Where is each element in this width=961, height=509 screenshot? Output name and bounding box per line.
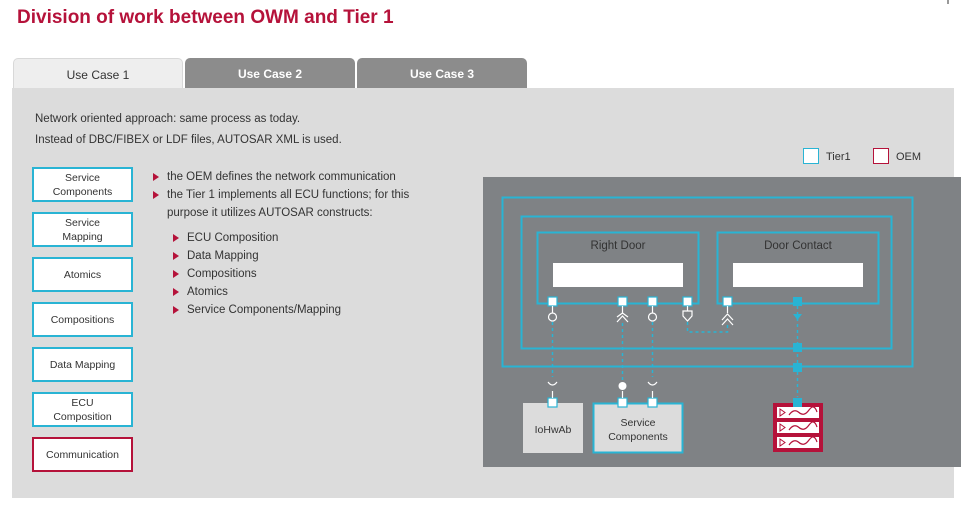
page-title: Division of work between OWM and Tier 1 bbox=[17, 7, 394, 28]
sub-bullet-arrow-icon bbox=[173, 234, 179, 242]
bus-frame bbox=[777, 407, 819, 418]
port bbox=[682, 296, 693, 307]
legend-oem-swatch bbox=[873, 148, 889, 164]
ecu-composition-box bbox=[501, 196, 914, 368]
bullet-oem: the OEM defines the network communicatio… bbox=[167, 171, 396, 183]
tab-use-case-3[interactable]: Use Case 3 bbox=[357, 58, 527, 88]
port-circle bbox=[618, 382, 627, 390]
bullet-arrow-icon bbox=[153, 191, 159, 199]
button-service-components[interactable]: Service Components bbox=[32, 167, 133, 202]
legend-tier1-swatch bbox=[803, 148, 819, 164]
composition-box bbox=[520, 215, 893, 350]
sub-bullet-ecu-composition: ECU Composition bbox=[187, 232, 279, 244]
door-contact-label: Door Contact bbox=[764, 240, 833, 252]
legend-oem-label: OEM bbox=[896, 151, 922, 163]
arrow-down-icon bbox=[793, 314, 802, 320]
button-service-mapping[interactable]: Service Mapping bbox=[32, 212, 133, 247]
intro-line-1: Network oriented approach: same process … bbox=[35, 113, 301, 125]
iohwab-box bbox=[523, 403, 583, 453]
corner-mark bbox=[947, 0, 949, 4]
button-ecu-composition[interactable]: ECU Composition bbox=[32, 392, 133, 427]
tab-use-case-1[interactable]: Use Case 1 bbox=[13, 58, 183, 89]
right-door-label: Right Door bbox=[591, 240, 646, 252]
port bbox=[547, 296, 558, 307]
port bbox=[647, 296, 658, 307]
port bbox=[722, 296, 733, 307]
sub-bullet-data-mapping: Data Mapping bbox=[187, 250, 259, 262]
sub-bullet-atomics: Atomics bbox=[187, 286, 228, 298]
bus-frame bbox=[777, 422, 819, 433]
port bbox=[617, 397, 628, 408]
bullet-tier1: the Tier 1 implements all ECU functions;… bbox=[167, 189, 410, 201]
service-components-label-2: Components bbox=[608, 431, 668, 443]
port bbox=[617, 296, 628, 307]
iohwab-label: IoHwAb bbox=[535, 424, 572, 436]
door-contact-inner bbox=[733, 263, 863, 287]
button-compositions[interactable]: Compositions bbox=[32, 302, 133, 337]
bullet-arrow-icon bbox=[153, 173, 159, 181]
legend-tier1-label: Tier1 bbox=[826, 151, 851, 163]
sub-bullet-compositions: Compositions bbox=[187, 268, 257, 280]
right-door-inner bbox=[553, 263, 683, 287]
sub-bullet-arrow-icon bbox=[173, 252, 179, 260]
sub-bullet-arrow-icon bbox=[173, 288, 179, 296]
sub-bullet-arrow-icon bbox=[173, 306, 179, 314]
sub-bullet-service-components-mapping: Service Components/Mapping bbox=[187, 304, 342, 316]
tab-use-case-2[interactable]: Use Case 2 bbox=[185, 58, 355, 88]
port bbox=[547, 397, 558, 408]
service-components-label-1: Service bbox=[620, 417, 655, 429]
bullet-tier1-cont: purpose it utilizes AUTOSAR constructs: bbox=[167, 207, 373, 219]
intro-line-2: Instead of DBC/FIBEX or LDF files, AUTOS… bbox=[35, 134, 342, 146]
port bbox=[793, 343, 802, 352]
bus-frame bbox=[777, 437, 819, 448]
sub-bullet-arrow-icon bbox=[173, 270, 179, 278]
port bbox=[647, 397, 658, 408]
button-communication[interactable]: Communication bbox=[32, 437, 133, 472]
button-data-mapping[interactable]: Data Mapping bbox=[32, 347, 133, 382]
port bbox=[793, 297, 802, 306]
port bbox=[793, 398, 802, 407]
service-components-box bbox=[592, 402, 684, 454]
port bbox=[793, 363, 802, 372]
architecture-diagram: Right Door Door Contact bbox=[483, 177, 961, 467]
button-atomics[interactable]: Atomics bbox=[32, 257, 133, 292]
